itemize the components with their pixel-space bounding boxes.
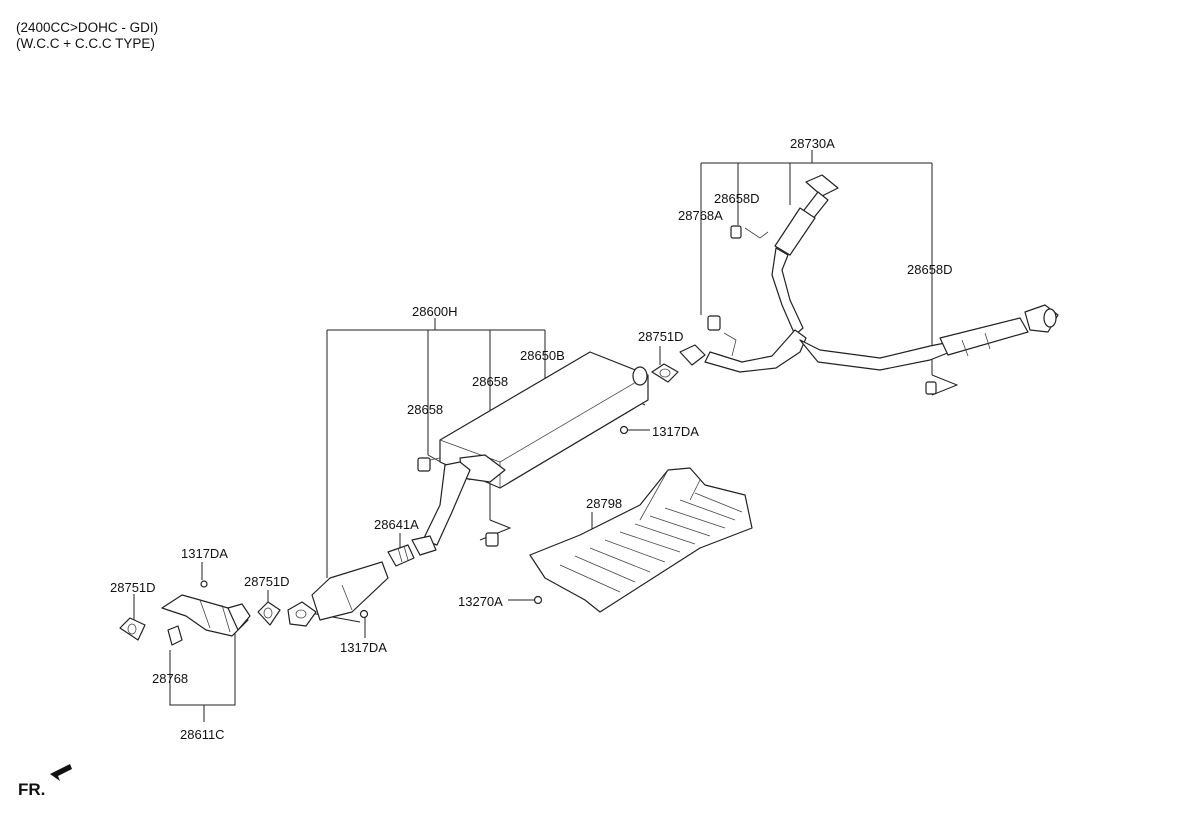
- header-type-spec: (W.C.C + C.C.C TYPE): [16, 36, 155, 51]
- label-1317DA-mid: 1317DA: [652, 424, 699, 439]
- label-28768: 28768: [152, 671, 188, 686]
- front-direction-label: FR.: [18, 780, 45, 799]
- catalytic-converter-center: [287, 561, 389, 627]
- heat-protector: [529, 467, 753, 613]
- front-arrow-icon: [50, 764, 72, 781]
- label-28751D-mid: 28751D: [638, 329, 684, 344]
- nuts: [359, 425, 629, 619]
- front-catalyst: [161, 580, 251, 646]
- header-engine-spec: (2400CC>DOHC - GDI): [16, 20, 159, 35]
- label-28658D-right: 28658D: [907, 262, 953, 277]
- label-1317DA-left: 1317DA: [181, 546, 228, 561]
- label-28658-b: 28658: [407, 402, 443, 417]
- gasket-mid: [651, 363, 679, 383]
- label-28768A: 28768A: [678, 208, 723, 223]
- label-28658-a: 28658: [472, 374, 508, 389]
- label-1317DA-bottom: 1317DA: [340, 640, 387, 655]
- label-28751D-cc: 28751D: [244, 574, 290, 589]
- gasket-left: [119, 617, 146, 641]
- label-28798: 28798: [586, 496, 622, 511]
- label-28600H: 28600H: [412, 304, 458, 319]
- label-13270A: 13270A: [458, 594, 503, 609]
- rubber-hangers: [707, 225, 937, 395]
- label-28641A: 28641A: [374, 517, 419, 532]
- pipe-clamp: [387, 544, 415, 567]
- label-28730A: 28730A: [790, 136, 835, 151]
- label-28611C: 28611C: [180, 727, 225, 742]
- label-28751D-left: 28751D: [110, 580, 156, 595]
- label-28658D-top: 28658D: [714, 191, 760, 206]
- main-muffler: [411, 351, 649, 556]
- label-28650B: 28650B: [520, 348, 565, 363]
- rear-y-pipe: [679, 174, 1059, 373]
- gasket-center: [257, 601, 281, 626]
